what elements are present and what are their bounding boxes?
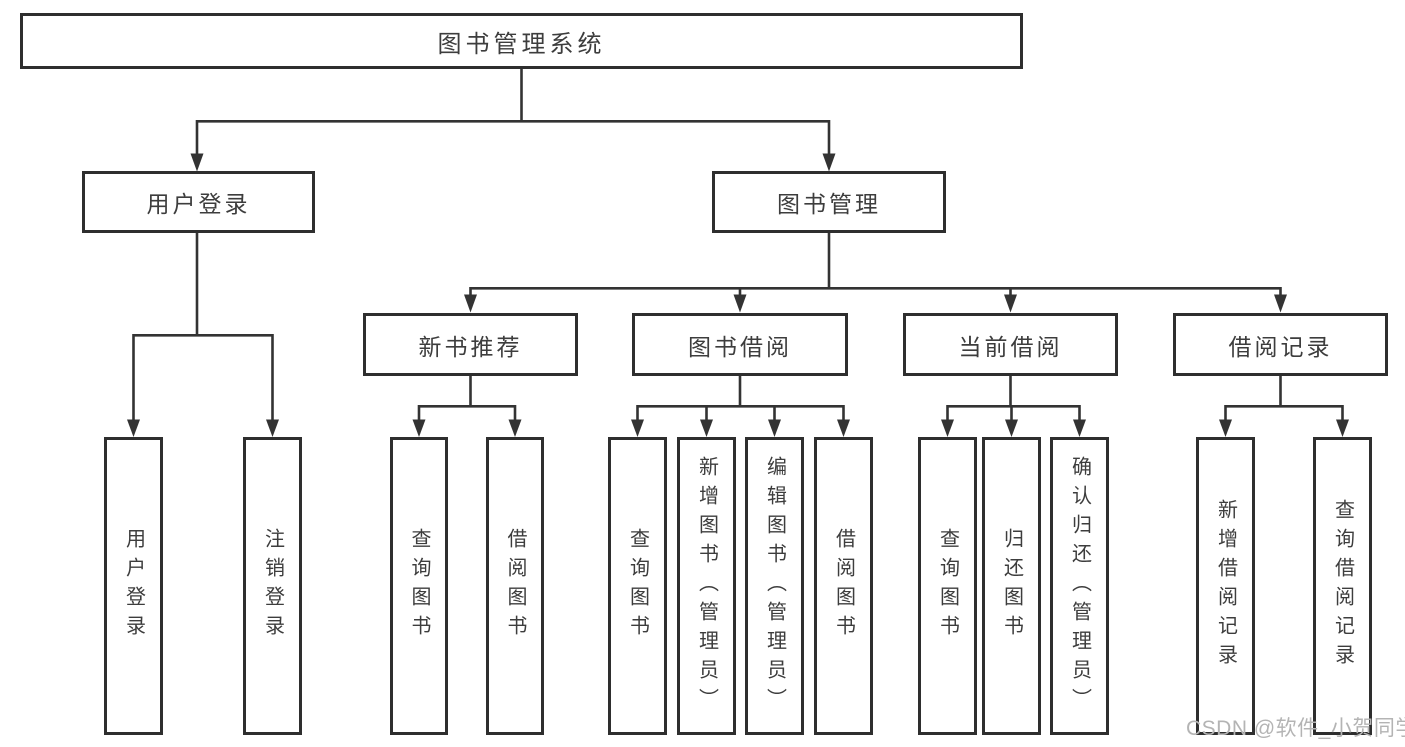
node-label: 新书推荐 — [418, 333, 523, 360]
node-label: 查询图书 — [936, 528, 959, 644]
leaf-query-borrow-record: 查询借阅记录 — [1313, 437, 1372, 735]
node-label: 查询图书 — [408, 528, 430, 644]
csdn-watermark: CSDN @软件_小贺同学 — [1186, 717, 1405, 740]
leaf-query-books-borrow: 查询图书 — [608, 437, 667, 735]
node-label: 查询借阅记录 — [1331, 499, 1354, 673]
node-user-login: 用户登录 — [82, 171, 315, 233]
arrowheads — [127, 153, 1349, 437]
node-book-borrow: 图书借阅 — [632, 313, 848, 376]
node-book-management: 图书管理 — [712, 171, 946, 233]
node-label: 用户登录 — [146, 191, 251, 217]
leaf-borrow-books: 借阅图书 — [814, 437, 873, 735]
node-label: 借阅图书 — [504, 528, 526, 644]
node-new-book-recommend: 新书推荐 — [363, 313, 578, 376]
node-label: 用户登录 — [122, 528, 145, 644]
node-label: 图书借阅 — [688, 333, 792, 360]
leaf-query-books-recommend: 查询图书 — [390, 437, 448, 735]
node-label: 借阅图书 — [832, 528, 855, 644]
node-library-management-system: 图书管理系统 — [20, 13, 1023, 69]
node-label: 归还图书 — [1000, 528, 1023, 644]
node-borrow-records: 借阅记录 — [1173, 313, 1388, 376]
node-label: 新增图书（管理员） — [695, 455, 718, 717]
node-label: 借阅记录 — [1228, 333, 1333, 360]
node-label: 新增借阅记录 — [1214, 499, 1237, 673]
leaf-query-books-current: 查询图书 — [918, 437, 977, 735]
leaf-confirm-return-admin: 确认归还（管理员） — [1050, 437, 1109, 735]
node-label: 图书管理 — [777, 191, 881, 217]
node-current-borrow: 当前借阅 — [903, 313, 1118, 376]
node-label: 查询图书 — [626, 528, 649, 644]
tree-edges — [132, 68, 1344, 421]
node-label: 注销登录 — [261, 528, 284, 644]
leaf-edit-books-admin: 编辑图书（管理员） — [745, 437, 804, 735]
node-label: 当前借阅 — [958, 333, 1063, 360]
leaf-borrow-books-recommend: 借阅图书 — [486, 437, 544, 735]
node-label: 图书管理系统 — [437, 30, 606, 58]
leaf-user-login: 用户登录 — [104, 437, 163, 735]
leaf-logout: 注销登录 — [243, 437, 302, 735]
node-label: 确认归还（管理员） — [1068, 455, 1091, 717]
leaf-return-books: 归还图书 — [982, 437, 1041, 735]
node-label: 编辑图书（管理员） — [763, 455, 786, 717]
leaf-add-books-admin: 新增图书（管理员） — [677, 437, 736, 735]
leaf-add-borrow-record: 新增借阅记录 — [1196, 437, 1255, 735]
